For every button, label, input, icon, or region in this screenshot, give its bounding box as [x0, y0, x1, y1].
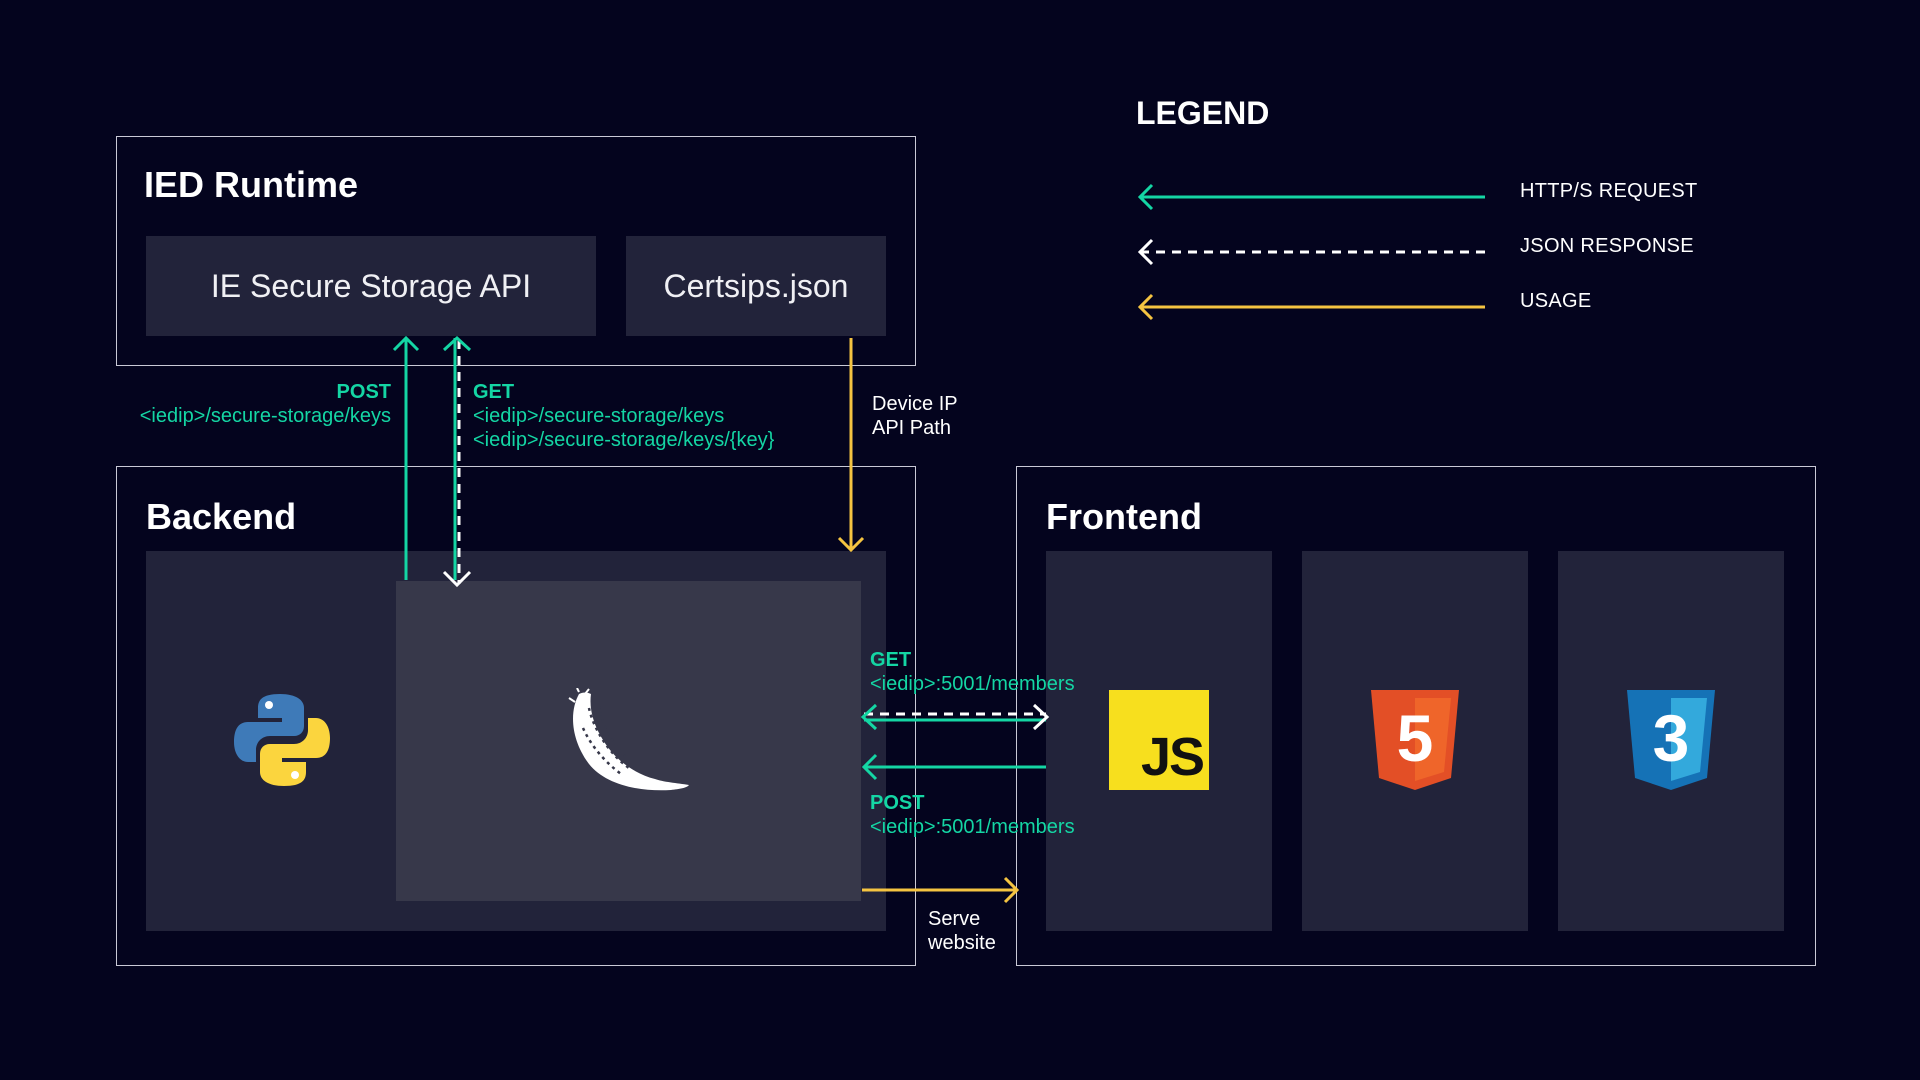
legend-arrow-response [1137, 238, 1485, 266]
html5-icon-digit: 5 [1396, 701, 1434, 775]
post-members-path: <iedip>:5001/members [870, 816, 1075, 838]
backend-title: Backend [146, 496, 297, 537]
legend-title: LEGEND [1136, 95, 1270, 131]
arrow-get-members [860, 703, 1050, 731]
arrow-device-ip [837, 338, 865, 553]
arrow-serve-website [862, 876, 1020, 904]
flask-tile [396, 581, 861, 901]
legend-label-request: HTTP/S REQUEST [1520, 180, 1698, 202]
get-storage-method: GET [473, 381, 515, 403]
post-members-method: POST [870, 792, 925, 814]
serve-label-2: website [928, 932, 996, 954]
get-members-method: GET [870, 649, 912, 671]
frontend-panel [1016, 466, 1816, 966]
css3-icon: 3 [1627, 690, 1715, 790]
serve-label-1: Serve [928, 908, 981, 930]
legend-label-response: JSON RESPONSE [1520, 235, 1694, 257]
html5-icon: 5 [1371, 690, 1459, 790]
legend-arrow-usage [1137, 293, 1485, 321]
get-storage-path-1: <iedip>/secure-storage/keys [473, 405, 725, 427]
arrow-post-secure-storage [392, 335, 420, 580]
device-ip-label-1: Device IP [872, 393, 958, 415]
ied-runtime-title: IED Runtime [144, 164, 359, 205]
arrow-post-members [861, 753, 1046, 781]
post-storage-method: POST [336, 381, 391, 403]
certsips-json-box: Certsips.json [626, 236, 886, 336]
frontend-title: Frontend [1046, 496, 1202, 537]
backend-panel [116, 466, 916, 966]
get-members-path: <iedip>:5001/members [870, 673, 1075, 695]
javascript-icon: JS [1109, 690, 1209, 790]
post-storage-path: <iedip>/secure-storage/keys [139, 405, 391, 427]
secure-storage-api-box: IE Secure Storage API [146, 236, 596, 336]
get-storage-path-2: <iedip>/secure-storage/keys/{key} [473, 429, 775, 451]
python-icon [232, 690, 332, 790]
legend-label-usage: USAGE [1520, 290, 1592, 312]
legend-arrow-request [1137, 183, 1485, 211]
device-ip-label-2: API Path [872, 417, 951, 439]
ied-runtime-panel [116, 136, 916, 366]
arrow-get-secure-storage [442, 335, 472, 588]
flask-icon [565, 687, 695, 796]
css3-icon-digit: 3 [1652, 701, 1690, 775]
javascript-icon-text: JS [1140, 727, 1205, 787]
